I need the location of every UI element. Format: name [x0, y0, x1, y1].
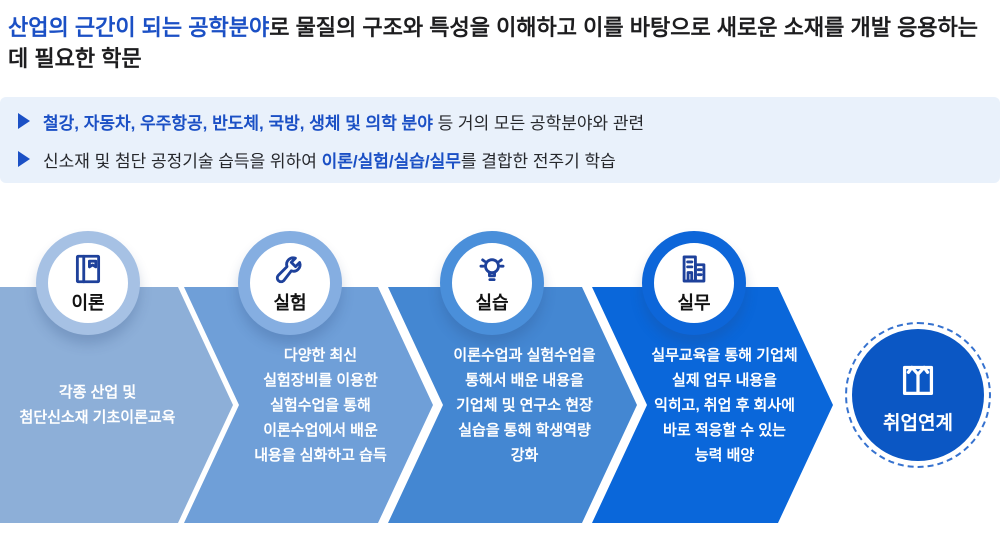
title-highlight: 산업의 근간이 되는 공학분야 — [8, 15, 270, 40]
step-badge-practice: 실습 — [440, 231, 544, 335]
step-badge-fieldwork: 실무 — [642, 231, 746, 335]
lightbulb-icon — [479, 257, 505, 281]
building-icon — [682, 255, 706, 282]
step-chevron-theory: 각종 산업 및 첨단신소재 기초이론교육 — [0, 287, 233, 523]
step-label-practice: 실습 — [475, 292, 509, 313]
bullet-arrow-icon — [18, 151, 30, 167]
step-label-experiment: 실험 — [273, 292, 307, 313]
wrench-icon — [275, 255, 302, 283]
process-flow-diagram: 각종 산업 및 첨단신소재 기초이론교육 다양한 최신 실험장비를 이용한 실험… — [0, 218, 1000, 544]
title-rest: 로 물질의 구조와 특성을 이해하고 이를 바탕으로 새로운 소재를 개발 응용… — [8, 15, 979, 71]
outcome-circle: 취업연계 — [845, 322, 991, 468]
key-point-1-text: 철강, 자동차, 우주항공, 반도체, 국방, 생체 및 의학 분야 등 거의 … — [43, 109, 644, 134]
step-description-practice: 이론수업과 실험수업을 통해서 배운 내용을 기업체 및 연구소 현장 실습을 … — [453, 346, 596, 464]
key-point-2-rest: 를 결합한 전주기 학습 — [460, 151, 616, 171]
page-title: 산업의 근간이 되는 공학분야로 물질의 구조와 특성을 이해하고 이를 바탕으… — [8, 12, 996, 74]
key-point-2-text: 신소재 및 첨단 공정기술 습득을 위하여 이론/실험/실습/실무를 결합한 전… — [43, 147, 616, 172]
step-label-fieldwork: 실무 — [677, 292, 711, 313]
key-point-2-pre: 신소재 및 첨단 공정기술 습득을 위하여 — [43, 151, 322, 171]
step-badge-theory: 이론 — [36, 231, 140, 335]
key-points-panel: 철강, 자동차, 우주항공, 반도체, 국방, 생체 및 의학 분야 등 거의 … — [0, 97, 1000, 183]
key-point-1: 철강, 자동차, 우주항공, 반도체, 국방, 생체 및 의학 분야 등 거의 … — [18, 109, 1000, 134]
book-icon — [75, 254, 101, 283]
step-badge-experiment: 실험 — [238, 231, 342, 335]
step-label-theory: 이론 — [71, 292, 105, 313]
key-point-2: 신소재 및 첨단 공정기술 습득을 위하여 이론/실험/실습/실무를 결합한 전… — [18, 147, 1000, 172]
key-point-1-highlight: 철강, 자동차, 우주항공, 반도체, 국방, 생체 및 의학 분야 — [43, 113, 433, 133]
key-point-2-highlight: 이론/실험/실습/실무 — [321, 151, 461, 171]
step-chevron-experiment: 다양한 최신 실험장비를 이용한 실험수업을 통해 이론수업에서 배운 내용을 … — [184, 287, 433, 523]
outcome-label: 취업연계 — [883, 413, 953, 434]
outcome-inner-circle: 취업연계 — [852, 329, 984, 461]
key-point-1-rest: 등 거의 모든 공학분야와 관련 — [432, 113, 645, 133]
step-description-fieldwork: 실무교육을 통해 기업체 실제 업무 내용을 익히고, 취업 후 회사에 바로 … — [651, 346, 798, 464]
shirt-icon — [902, 365, 934, 395]
step-description-theory: 각종 산업 및 첨단신소재 기초이론교육 — [19, 384, 176, 426]
bullet-arrow-icon — [18, 113, 30, 129]
step-description-experiment: 다양한 최신 실험장비를 이용한 실험수업을 통해 이론수업에서 배운 내용을 … — [254, 346, 387, 464]
